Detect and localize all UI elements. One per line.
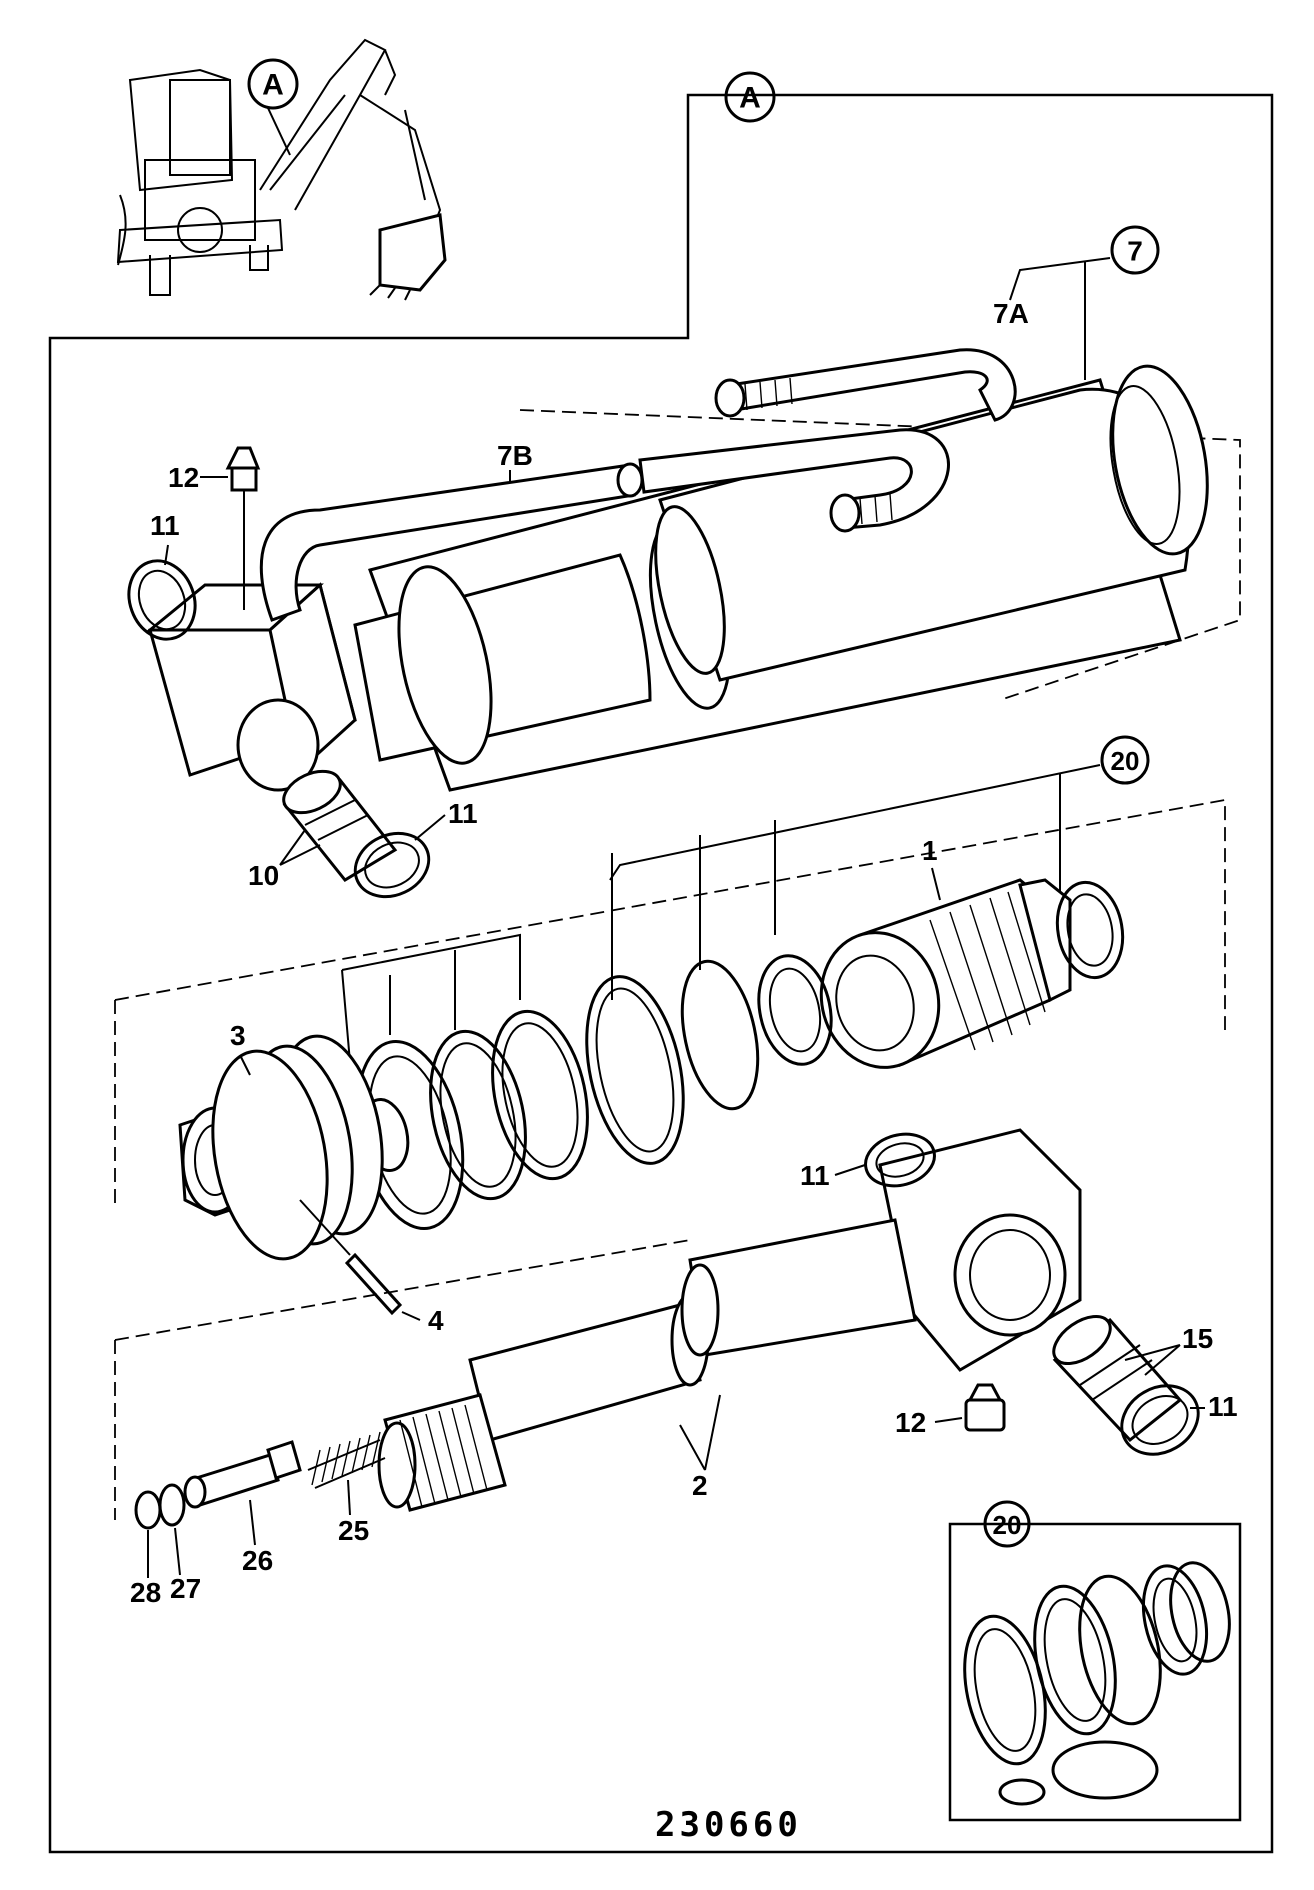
gland-nut-label: 1 — [922, 835, 938, 866]
valve-spool — [183, 1440, 302, 1509]
bushes-15 — [1052, 1314, 1183, 1443]
circlip — [134, 1490, 162, 1530]
cylinder-barrel — [145, 364, 1241, 792]
drawing-reference-number: 230660 — [655, 1805, 802, 1845]
bush-top-left-label: 11 — [150, 510, 180, 541]
seal-kit-marker-label: 20 — [1111, 746, 1140, 776]
wear-ring — [585, 975, 685, 1165]
spring-label: 25 — [338, 1515, 369, 1546]
bush-rod-eye-top — [864, 1132, 936, 1188]
seal-ring-gland-right — [1055, 880, 1125, 980]
washer-label: 27 — [170, 1573, 201, 1604]
seal-kit-inset-frame — [948, 1522, 1242, 1822]
bush-rod-eye-lower — [1120, 1384, 1200, 1456]
grease-nipple-top — [225, 446, 261, 610]
bush-lower-left-label: 11 — [448, 798, 478, 829]
o-ring-seal — [680, 959, 760, 1111]
bush-rod-eye-top-label: 11 — [800, 1160, 830, 1191]
inset-view-marker-label: A — [262, 69, 284, 102]
piston-seal-b — [429, 1029, 527, 1201]
machine-inset-sketch — [116, 38, 447, 301]
roll-pin — [299, 1199, 403, 1316]
seal-kit-inset-marker — [983, 1500, 1031, 1548]
bushes-10-label: 10 — [248, 860, 279, 891]
roll-pin-label: 4 — [428, 1305, 444, 1336]
seal-kit-marker — [1100, 735, 1150, 785]
inset-view-marker — [247, 58, 299, 110]
seal-ring-gland-left — [757, 954, 833, 1066]
seal-kit-inset-parts — [963, 1561, 1231, 1806]
piston-label: 3 — [230, 1020, 246, 1051]
bush-top-left — [127, 559, 197, 641]
pipe-7a-label: 7A — [993, 298, 1029, 329]
pipe-7b-label: 7B — [497, 440, 533, 471]
seal-kit-inset-marker-label: 20 — [993, 1510, 1022, 1540]
spring — [307, 1431, 386, 1489]
pipe-7b — [259, 462, 644, 622]
piston — [178, 1034, 384, 1261]
grease-nipple-rod — [964, 1383, 1006, 1432]
main-view-marker — [724, 71, 776, 123]
pipe-assembly-marker — [1110, 225, 1160, 275]
pipe-assembly-marker-label: 7 — [1127, 236, 1143, 267]
piston-seal-a — [491, 1009, 589, 1181]
piston-rod — [377, 1128, 1082, 1512]
grease-nipple-rod-label: 12 — [895, 1407, 926, 1438]
pipe-7a — [638, 348, 1017, 533]
main-view-marker-label: A — [739, 82, 761, 115]
bush-rod-eye-lower-label: 11 — [1208, 1391, 1238, 1422]
valve-spool-label: 26 — [242, 1545, 273, 1576]
bush-lower-left — [353, 831, 431, 899]
grease-nipple-top-label: 12 — [168, 462, 199, 493]
bushes-15-label: 15 — [1182, 1323, 1213, 1354]
gland-nut — [819, 878, 1072, 1069]
main-view-frame — [48, 93, 1274, 1854]
bushes-10 — [282, 769, 398, 882]
piston-rod-label: 2 — [692, 1470, 708, 1501]
washer — [158, 1483, 186, 1527]
circlip-label: 28 — [130, 1577, 161, 1608]
